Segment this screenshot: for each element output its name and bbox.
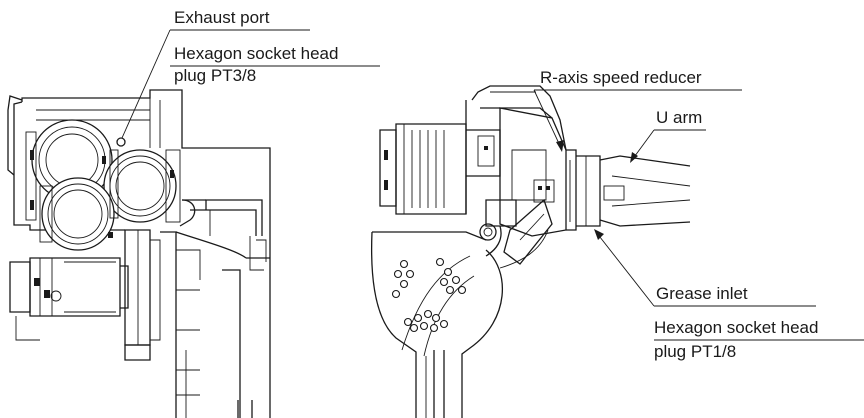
right-motor — [395, 123, 467, 215]
left-motor — [29, 257, 121, 317]
exhaust-port-label: Exhaust port — [174, 8, 270, 27]
u-arm-flange — [576, 155, 601, 227]
r-axis-reducer-label: R-axis speed reducer — [540, 68, 702, 87]
grease-plug-label-line2: plug PT1/8 — [654, 342, 737, 361]
base-body — [371, 231, 417, 418]
right-side-view — [371, 85, 691, 418]
leader-lines — [121, 29, 864, 341]
exhaust-plug-label-line2: plug PT3/8 — [174, 66, 257, 85]
grease-inlet-label: Grease inlet — [656, 284, 748, 303]
lower-gear — [41, 177, 115, 251]
u-arm-label: U arm — [656, 108, 703, 127]
r-axis-reducer-block — [499, 107, 567, 237]
left-wrist-view — [7, 89, 271, 418]
exhaust-plug-label-line1: Hexagon socket head — [174, 44, 339, 63]
exhaust-port-hole — [116, 137, 126, 147]
right-gear — [103, 149, 177, 223]
grease-plug-label-line1: Hexagon socket head — [654, 318, 819, 337]
